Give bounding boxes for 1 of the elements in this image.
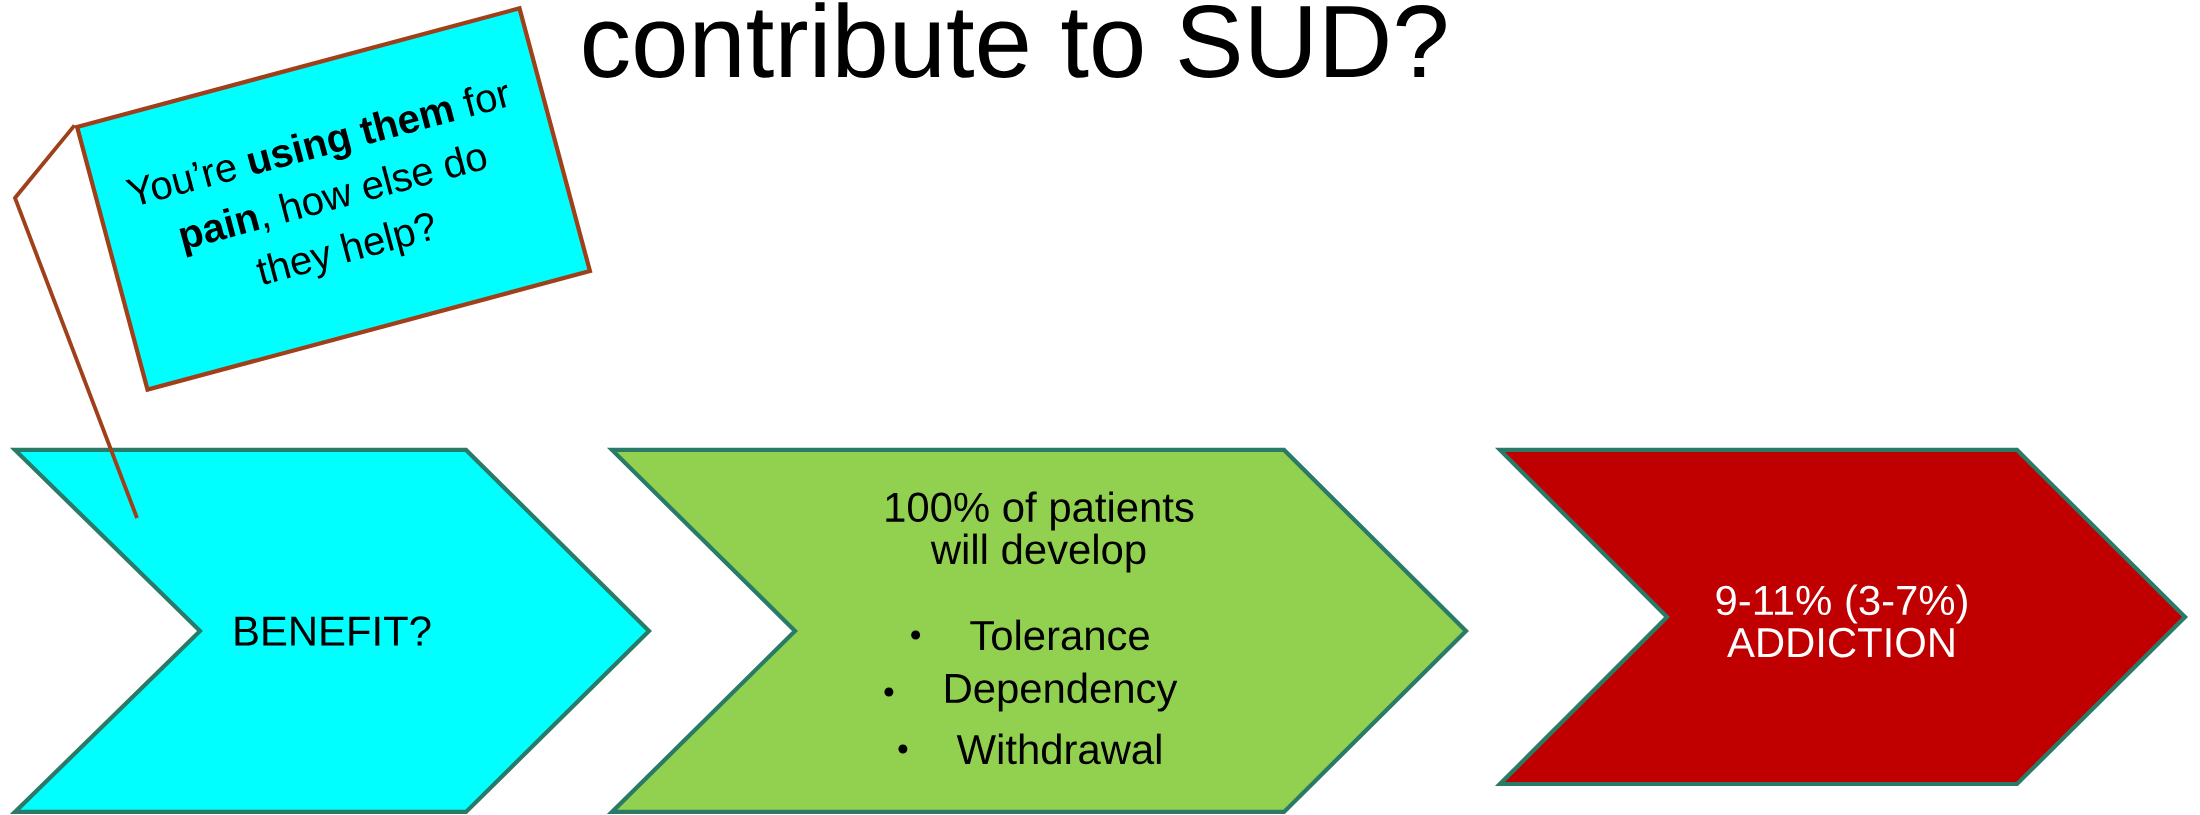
leader-line xyxy=(12,124,139,519)
